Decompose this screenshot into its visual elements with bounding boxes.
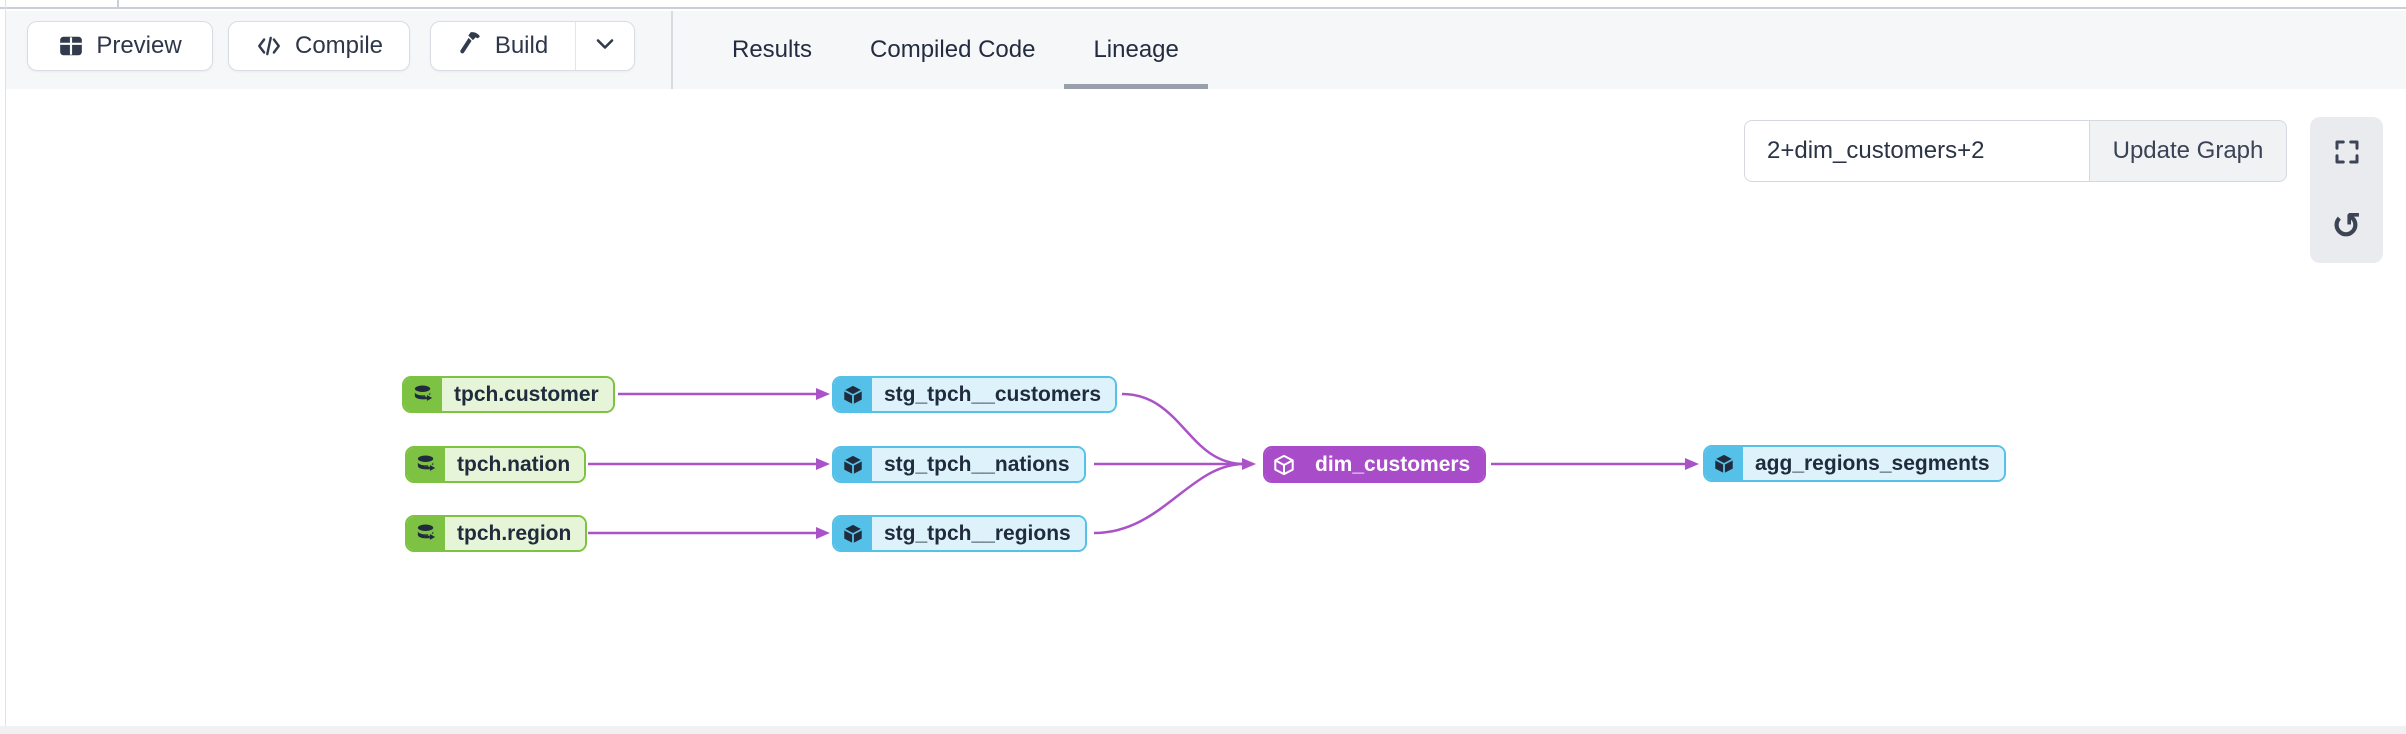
- chevron-down-icon: [593, 32, 617, 61]
- build-button-label: Build: [494, 32, 549, 59]
- build-dropdown-button[interactable]: [576, 22, 634, 70]
- graph-filter-group: Update Graph: [1744, 120, 2287, 182]
- node-label: tpch.customer: [442, 378, 613, 411]
- node-label: agg_regions_segments: [1743, 447, 2004, 480]
- database-source-icon: [404, 378, 442, 411]
- node-label: stg_tpch__customers: [872, 378, 1116, 411]
- cube-model-icon: [1705, 447, 1743, 480]
- tab-results[interactable]: Results: [732, 36, 813, 63]
- fullscreen-button[interactable]: [2310, 124, 2383, 184]
- node-label: dim_customers: [1303, 448, 1485, 481]
- node-tpch-region[interactable]: tpch.region: [405, 515, 588, 552]
- node-agg-regions-segments[interactable]: agg_regions_segments: [1703, 445, 2006, 482]
- table-icon: [58, 33, 84, 59]
- preview-button[interactable]: Preview: [27, 21, 213, 71]
- database-source-icon: [407, 448, 445, 481]
- compile-button-label: Compile: [294, 32, 384, 59]
- counterclockwise-arrow-icon: ↺: [2331, 205, 2362, 247]
- node-dim-customers[interactable]: dim_customers: [1263, 446, 1487, 483]
- toolbar-divider: [671, 11, 673, 89]
- build-button-group: Build: [430, 21, 635, 71]
- node-tpch-nation[interactable]: tpch.nation: [405, 446, 587, 483]
- cube-model-icon: [1265, 448, 1303, 481]
- database-source-icon: [407, 517, 445, 550]
- result-tabs: Results Compiled Code Lineage: [703, 11, 1209, 89]
- update-graph-button[interactable]: Update Graph: [2089, 120, 2287, 182]
- hammer-icon: [458, 30, 483, 62]
- node-stg-tpch-regions[interactable]: stg_tpch__regions: [832, 515, 1087, 552]
- fullscreen-icon: [2332, 137, 2362, 170]
- pane-top-edge: [0, 0, 2406, 9]
- pane-tab-edge: [117, 0, 119, 9]
- code-icon: [255, 33, 283, 59]
- node-label: stg_tpch__regions: [872, 517, 1085, 550]
- node-label: tpch.region: [445, 517, 586, 550]
- node-label: tpch.nation: [445, 448, 585, 481]
- graph-controls-panel: ↺: [2310, 117, 2383, 263]
- lineage-edges: [588, 388, 1699, 539]
- lineage-canvas[interactable]: Update Graph ↺: [6, 89, 2406, 726]
- result-toolbar: Preview Compile Build: [6, 11, 2406, 89]
- build-button[interactable]: Build: [431, 22, 576, 70]
- cube-model-icon: [834, 378, 872, 411]
- tab-lineage[interactable]: Lineage: [1064, 11, 1209, 89]
- pane-left-edge: [5, 0, 6, 734]
- node-label: stg_tpch__nations: [872, 448, 1084, 481]
- node-stg-tpch-nations[interactable]: stg_tpch__nations: [832, 446, 1086, 483]
- cube-model-icon: [834, 517, 872, 550]
- reset-view-button[interactable]: ↺: [2310, 197, 2383, 257]
- node-tpch-customer[interactable]: tpch.customer: [402, 376, 615, 413]
- model-selector-input[interactable]: [1744, 120, 2089, 182]
- pane-bottom-edge: [0, 726, 2406, 734]
- tab-compiled-code[interactable]: Compiled Code: [870, 36, 1036, 63]
- compile-button[interactable]: Compile: [228, 21, 410, 71]
- preview-button-label: Preview: [96, 32, 182, 59]
- node-stg-tpch-customers[interactable]: stg_tpch__customers: [832, 376, 1118, 413]
- cube-model-icon: [834, 448, 872, 481]
